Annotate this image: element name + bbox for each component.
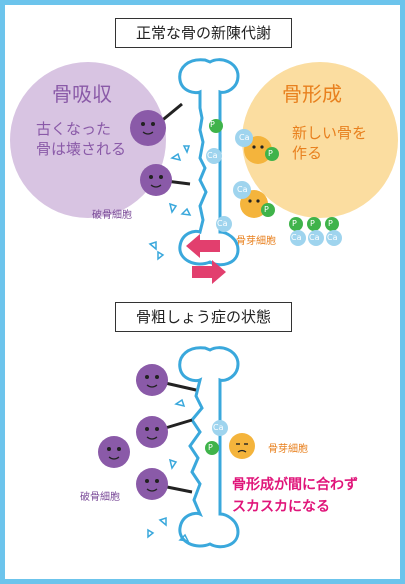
p-symbol-1: P xyxy=(210,120,215,129)
osteoclast-bottom-4 xyxy=(136,468,193,500)
p-ball-bottom xyxy=(205,441,219,455)
bottom-caption-line1: 骨形成が間に合わず xyxy=(232,477,358,493)
formation-text-line1: 新しい骨を xyxy=(292,124,368,142)
resorption-text-line2: 骨は壊される xyxy=(36,140,127,158)
p-symbol-bottom: P xyxy=(208,443,213,452)
c-symbol-2: Ca xyxy=(237,185,248,194)
osteoblast-top-2 xyxy=(233,181,275,218)
c-symbol-1: Ca xyxy=(239,133,250,142)
osteoclast-bottom-3 xyxy=(98,436,130,468)
bottom-panel-title: 骨粗しょう症の状態 xyxy=(115,302,292,332)
top-panel-title: 正常な骨の新陳代謝 xyxy=(115,18,292,48)
ca-ball-1 xyxy=(206,148,222,164)
osteoclast-label-top: 破骨細胞 xyxy=(92,210,132,221)
p-symbol-5: P xyxy=(310,219,315,228)
ca-p-cluster xyxy=(289,217,342,246)
p-symbol-2: P xyxy=(268,149,273,158)
resorption-heading: 骨吸収 xyxy=(52,82,112,106)
p-symbol-6: P xyxy=(328,219,333,228)
osteoblast-top-1 xyxy=(235,129,279,164)
arrow-right xyxy=(192,260,226,284)
ca-symbol-3: Ca xyxy=(291,233,302,242)
bone-debris-top xyxy=(148,145,192,261)
osteoclast-label-bottom: 破骨細胞 xyxy=(80,492,120,503)
p-symbol-4: P xyxy=(292,219,297,228)
ca-symbol-bottom: Ca xyxy=(213,423,224,432)
osteoclast-top-2 xyxy=(140,164,191,196)
ca-ball-2 xyxy=(216,216,232,232)
ca-symbol-1: Ca xyxy=(207,151,218,160)
bone-debris-bottom xyxy=(147,398,190,542)
osteoblast-label-top: 骨芽細胞 xyxy=(236,236,276,247)
resorption-text-line1: 古くなった xyxy=(36,120,112,138)
formation-text-line2: 作る xyxy=(292,144,323,162)
osteoblast-label-bottom: 骨芽細胞 xyxy=(268,444,308,455)
osteoclast-bottom-1 xyxy=(136,364,197,396)
osteoclast-bottom-2 xyxy=(136,416,193,448)
ca-symbol-5: Ca xyxy=(327,233,338,242)
ca-symbol-2: Ca xyxy=(217,219,228,228)
formation-circle xyxy=(242,62,398,218)
bottom-caption-line2: スカスカになる xyxy=(232,499,330,515)
resorption-circle xyxy=(10,62,166,218)
p-symbol-3: P xyxy=(264,205,269,214)
ca-ball-bottom xyxy=(212,420,228,436)
ca-symbol-4: Ca xyxy=(309,233,320,242)
p-ball-1 xyxy=(209,119,223,133)
osteoclast-top-1 xyxy=(130,102,183,146)
osteoblast-bottom xyxy=(229,433,255,459)
formation-heading: 骨形成 xyxy=(282,82,342,106)
arrow-left xyxy=(186,234,220,258)
bone-top xyxy=(178,58,240,267)
